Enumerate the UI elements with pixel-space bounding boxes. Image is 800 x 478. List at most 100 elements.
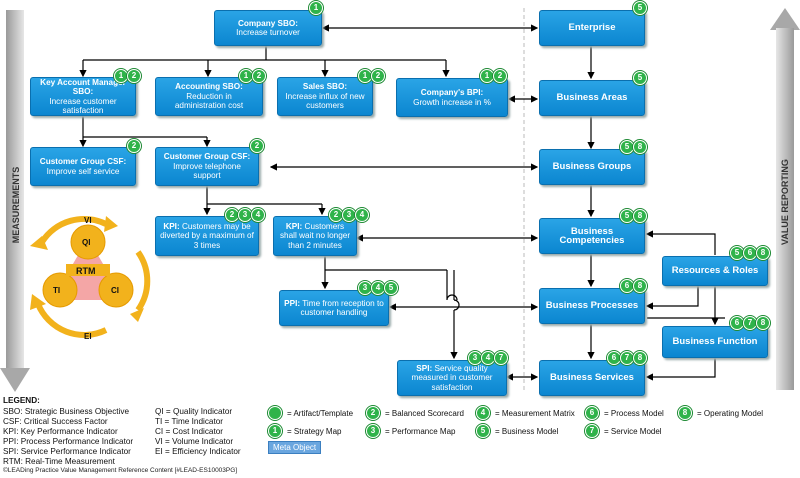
badge-measurement-matrix: 4 bbox=[481, 351, 495, 365]
badge-business-model: 5 bbox=[476, 424, 490, 438]
ppi-text: PPI: Time from reception to customer han… bbox=[284, 299, 384, 318]
legend-key-operating-model: 8 = Operating Model bbox=[678, 406, 763, 420]
meta-object-key: Meta Object bbox=[268, 441, 322, 454]
badge-operating-model: 8 bbox=[756, 316, 770, 330]
badge-balanced-scorecard: 2 bbox=[127, 139, 141, 153]
legend-key-measurement-matrix: 4= Measurement Matrix bbox=[476, 406, 575, 420]
accounting-sbo-text: Reduction in administration cost bbox=[174, 91, 244, 111]
badge-operating-model: 8 bbox=[756, 246, 770, 260]
legend-col2-item: VI = Volume Indicator bbox=[155, 437, 234, 446]
legend-key-business-model: 5 = Business Model bbox=[476, 424, 558, 438]
resources-roles-box: Resources & Roles bbox=[662, 256, 768, 286]
business-services-box: Business Services bbox=[539, 360, 645, 396]
legend-col1-item: RTM: Real-Time Measurement bbox=[3, 457, 115, 466]
key-account-title: Key Account Manager SBO: bbox=[40, 77, 126, 97]
legend-key-balanced-scorecard: 2 = Balanced Scorecard bbox=[366, 406, 464, 420]
legend-key-service-model: 7= Service Model bbox=[585, 424, 662, 438]
legend-heading: LEGEND: bbox=[3, 396, 40, 405]
badge-balanced-scorecard: 2 bbox=[225, 208, 239, 222]
business-groups-title: Business Groups bbox=[552, 161, 632, 173]
badge-operating-model: 8 bbox=[678, 406, 692, 420]
kpi-divert-title: KPI: bbox=[163, 221, 180, 231]
badge-business-model: 5 bbox=[620, 209, 634, 223]
kpi-wait-text: KPI: Customers shall wait no longer than… bbox=[278, 222, 352, 250]
legend-key-performance-map: 3= Performance Map bbox=[366, 424, 455, 438]
badge-business-model: 5 bbox=[384, 281, 398, 295]
badge-balanced-scorecard: 2 bbox=[366, 406, 380, 420]
customer-group-telephone-box: Customer Group CSF: Improve telephone su… bbox=[155, 147, 259, 186]
company-sbo-title: Company SBO: bbox=[237, 18, 299, 28]
badge-process-model: 6 bbox=[620, 279, 634, 293]
business-areas-title: Business Areas bbox=[556, 92, 628, 104]
ppi-title: PPI: bbox=[284, 298, 301, 308]
badge-operating-model: 8 bbox=[633, 209, 647, 223]
rtm-qi-label: QI bbox=[82, 238, 91, 247]
legend-key-label: = Service Model bbox=[604, 426, 662, 436]
spi-body: Service quality measured in customer sat… bbox=[411, 363, 493, 392]
sales-sbo-title: Sales SBO: bbox=[302, 82, 348, 92]
accounting-sbo-title: Accounting SBO: bbox=[175, 82, 243, 92]
badge-business-model: 5 bbox=[633, 71, 647, 85]
legend-col1-item: SBO: Strategic Business Objective bbox=[3, 407, 130, 416]
legend-key-artifact: = Artifact/Template bbox=[268, 406, 353, 420]
badge-performance-map: 3 bbox=[366, 424, 380, 438]
company-sbo-box: Company SBO: Increase turnover bbox=[214, 10, 322, 46]
legend-col2-item: EI = Efficiency Indicator bbox=[155, 447, 241, 456]
sales-sbo-text: Increase influx of new customers bbox=[285, 91, 365, 111]
legend-col1-item: PPI: Process Performance Indicator bbox=[3, 437, 134, 446]
legend-col2-item: QI = Quality Indicator bbox=[155, 407, 233, 416]
business-competencies-box: Business Competencies bbox=[539, 218, 645, 254]
kpi-divert-body: Customers may be diverted by a maximum o… bbox=[160, 221, 254, 250]
cg-phone-text: Improve telephone support bbox=[173, 161, 241, 181]
badge-operating-model: 8 bbox=[633, 140, 647, 154]
kpi-wait-title: KPI: bbox=[285, 221, 303, 231]
copyright-footer: ©LEADing Practice Value Management Refer… bbox=[3, 467, 238, 474]
rtm-ei-label: EI bbox=[84, 332, 92, 341]
badge-performance-map: 3 bbox=[342, 208, 356, 222]
cg-self-title: Customer Group CSF: bbox=[39, 157, 127, 167]
spi-box: SPI: Service quality measured in custome… bbox=[397, 360, 507, 396]
company-sbo-text: Increase turnover bbox=[236, 28, 300, 37]
spi-text: SPI: Service quality measured in custome… bbox=[402, 364, 502, 392]
legend-key-label: = Artifact/Template bbox=[287, 408, 354, 418]
badge-strategy-map: 1 bbox=[358, 69, 372, 83]
business-areas-box: Business Areas bbox=[539, 80, 645, 116]
legend-key-label: = Strategy Map bbox=[287, 426, 342, 436]
kpi-wait-body: Customers shall wait no longer than 2 mi… bbox=[279, 221, 351, 250]
badge-business-model: 5 bbox=[633, 1, 647, 15]
badge-strategy-map: 1 bbox=[114, 69, 128, 83]
badge-measurement-matrix: 4 bbox=[476, 406, 490, 420]
badge-operating-model: 8 bbox=[633, 279, 647, 293]
legend-col2-item: TI = Time Indicator bbox=[155, 417, 224, 426]
rtm-diagram bbox=[30, 215, 151, 338]
legend-col1-item: CSF: Critical Success Factor bbox=[3, 417, 108, 426]
accounting-sbo-box: Accounting SBO: Reduction in administrat… bbox=[155, 77, 263, 116]
legend-key-label: = Operating Model bbox=[697, 408, 764, 418]
enterprise-title: Enterprise bbox=[568, 22, 616, 34]
badge-operating-model: 8 bbox=[633, 351, 647, 365]
sales-sbo-box: Sales SBO: Increase influx of new custom… bbox=[277, 77, 373, 116]
badge-process-model: 6 bbox=[607, 351, 621, 365]
badge-measurement-matrix: 4 bbox=[371, 281, 385, 295]
badge-balanced-scorecard: 2 bbox=[252, 69, 266, 83]
badge-measurement-matrix: 4 bbox=[251, 208, 265, 222]
badge-balanced-scorecard: 2 bbox=[329, 208, 343, 222]
kpi-diverted-box: KPI: Customers may be diverted by a maxi… bbox=[155, 216, 259, 256]
badge-business-model: 5 bbox=[620, 140, 634, 154]
rtm-ti-label: TI bbox=[53, 286, 61, 295]
legend-key-label: = Business Model bbox=[495, 426, 559, 436]
kpi-divert-text: KPI: Customers may be diverted by a maxi… bbox=[160, 222, 254, 250]
rtm-center-label: RTM bbox=[76, 266, 96, 276]
legend-key-label: = Balanced Scorecard bbox=[385, 408, 464, 418]
badge-performance-map: 3 bbox=[468, 351, 482, 365]
company-bpi-title: Company's BPI: bbox=[420, 88, 484, 98]
business-processes-box: Business Processes bbox=[539, 288, 645, 324]
value-reporting-arrow bbox=[770, 8, 800, 390]
badge-artifact-icon bbox=[268, 406, 282, 420]
badge-service-model: 7 bbox=[743, 316, 757, 330]
legend-key-strategy-map: 1 = Strategy Map bbox=[268, 424, 341, 438]
legend-col1-item: SPI: Service Performance Indicator bbox=[3, 447, 131, 456]
measurements-arrow bbox=[0, 10, 30, 392]
legend-key-process-model: 6= Process Model bbox=[585, 406, 664, 420]
badge-strategy-map: 1 bbox=[268, 424, 282, 438]
